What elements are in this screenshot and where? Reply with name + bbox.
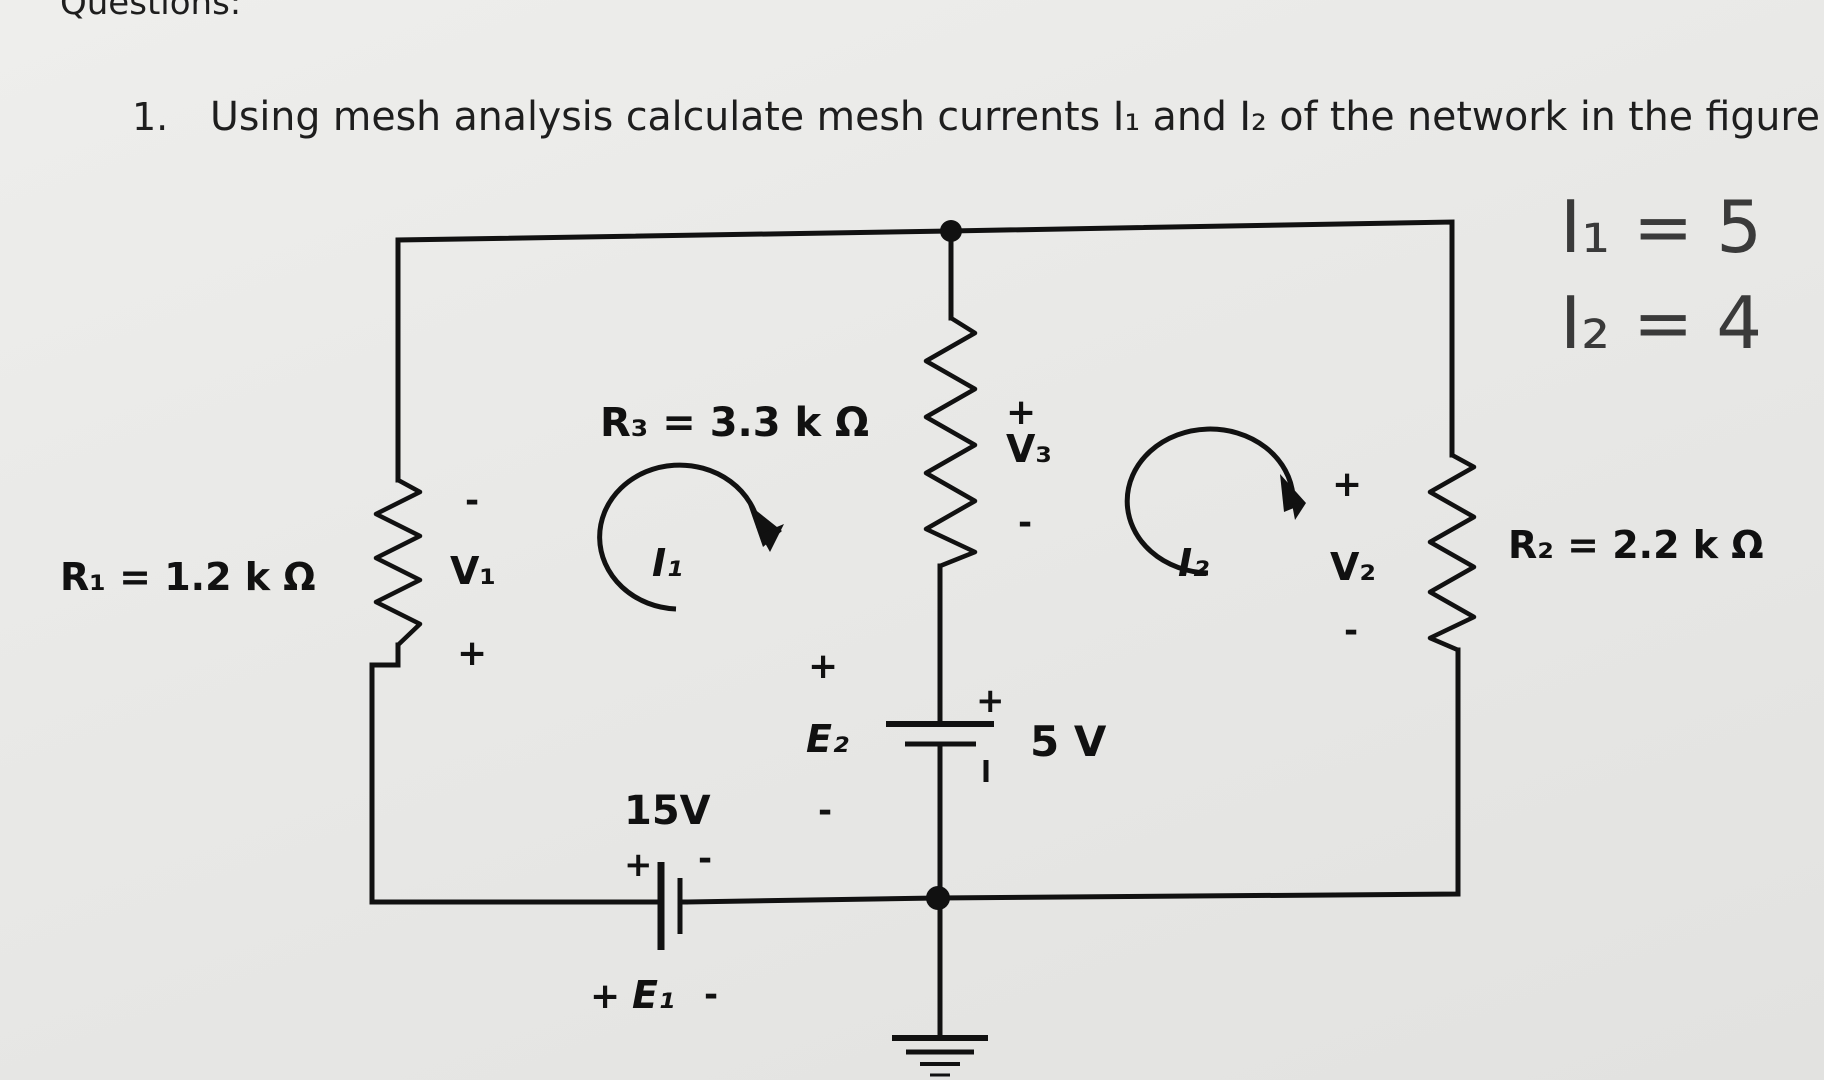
- e1-top-minus-sign: -: [698, 839, 712, 879]
- v2-label: V₂: [1330, 545, 1376, 589]
- e1-top-plus-sign: +: [624, 845, 653, 885]
- handwritten-i2: I₂ = 4: [1560, 281, 1762, 365]
- top-node: [940, 220, 962, 242]
- v3-minus-sign: -: [1018, 503, 1032, 543]
- bottom-node: [926, 886, 950, 910]
- question-text: Using mesh analysis calculate mesh curre…: [210, 94, 1820, 140]
- r1-label: R₁ = 1.2 k Ω: [60, 555, 316, 599]
- v3-plus-sign: +: [1006, 392, 1036, 433]
- v1-label: V₁: [450, 549, 496, 593]
- bottom-wire: [685, 647, 1461, 905]
- mesh1-label: I₁: [652, 541, 683, 585]
- v1-minus-sign: -: [465, 481, 479, 521]
- r1-resistor: [373, 477, 423, 648]
- e1-plus-sign: +: [590, 976, 620, 1017]
- e2-value: 5 V: [1030, 717, 1107, 766]
- r2-label: R₂ = 2.2 k Ω: [1508, 523, 1764, 567]
- e1-value: 15V: [624, 788, 711, 834]
- ground-icon: [892, 1035, 988, 1077]
- handwritten-i1: I₁ = 5: [1560, 185, 1762, 269]
- e2-battery-plus-sign: +: [976, 681, 1005, 721]
- e2-minus-sign: -: [818, 791, 832, 831]
- r3-label: R₃ = 3.3 k Ω: [600, 400, 869, 446]
- v1-plus-sign: +: [457, 633, 487, 674]
- e1-label: E₁: [632, 973, 675, 1017]
- r2-resistor: [1427, 452, 1477, 653]
- e2-battery: [886, 721, 994, 782]
- mesh2-arrow-icon: [1124, 426, 1306, 576]
- mesh2-label: I₂: [1178, 541, 1209, 585]
- section-title: Questions:: [60, 0, 241, 23]
- r3-resistor: [923, 315, 978, 569]
- v3-label: V₃: [1006, 427, 1052, 471]
- v2-minus-sign: -: [1344, 611, 1358, 651]
- question-number: 1.: [132, 95, 168, 139]
- left-lower-wire: [369, 642, 649, 905]
- top-wire: [395, 219, 1455, 483]
- e1-battery: [646, 862, 688, 950]
- mesh1-arrow-icon: [597, 462, 784, 612]
- e1-minus-sign: -: [704, 975, 718, 1015]
- e2-label: E₂: [806, 717, 849, 761]
- e2-plus-sign: +: [808, 646, 838, 687]
- v2-plus-sign: +: [1332, 464, 1362, 505]
- circuit-wires: [369, 219, 1461, 1041]
